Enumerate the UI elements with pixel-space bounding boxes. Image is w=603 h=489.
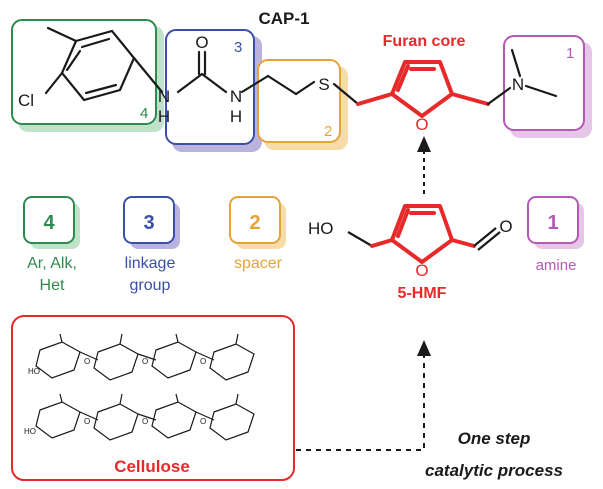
cellulose-o-1: O: [84, 357, 90, 366]
cellulose-box: [11, 315, 295, 481]
legend-spacer-number: 2: [249, 212, 260, 234]
cap1-amine: [486, 48, 558, 106]
cap1-s-atom: S: [318, 75, 329, 94]
legend-box-amine: [527, 196, 584, 249]
linkage-box-number: 3: [234, 39, 242, 56]
aryl-box-number: 4: [140, 105, 148, 122]
cellulose-o-3: O: [200, 357, 206, 366]
cap1-o-atom-carbonyl: O: [195, 33, 208, 52]
cap1-furan-o-atom: O: [415, 115, 428, 134]
aryl-group-box: [11, 19, 164, 132]
amine-box-number: 1: [566, 45, 574, 62]
legend-box-aryl: [23, 196, 80, 249]
hmf-ho-group: HO: [308, 219, 334, 238]
cellulose-ho-1: HO: [28, 367, 40, 376]
cellulose-o-5: O: [142, 417, 148, 426]
hmf-furan-o-atom: O: [415, 261, 428, 280]
cap1-amine-n-atom: N: [512, 75, 524, 94]
legend-amine-number: 1: [547, 212, 558, 234]
cap1-h-atom-2: H: [230, 107, 242, 126]
cellulose-chain-top: [35, 333, 255, 381]
legend-box-spacer: [229, 196, 286, 249]
cap1-n-atom-2: N: [230, 87, 242, 106]
cellulose-o-2: O: [142, 357, 148, 366]
legend-amine-line1: amine: [536, 257, 577, 274]
process-label-line1: One step: [458, 429, 531, 448]
legend-box-linkage: [123, 196, 180, 249]
cap1-h-atom-1: H: [158, 107, 170, 126]
spacer-group-box: [257, 59, 348, 150]
cellulose-ho-2: HO: [24, 427, 36, 436]
cap1-title: CAP-1: [258, 9, 309, 28]
cellulose-atom-labels: HO HO O O O O O O: [24, 357, 206, 436]
cellulose-o-4: O: [84, 417, 90, 426]
spacer-box-number: 2: [324, 123, 332, 140]
process-label-line2: catalytic process: [425, 461, 563, 480]
cap1-n-atom-1: N: [158, 87, 170, 106]
hmf-label: 5-HMF: [398, 285, 447, 302]
legend-linkage-line2: group: [130, 277, 171, 294]
cellulose-structure: [35, 333, 255, 441]
cap1-structure: [44, 26, 360, 106]
legend-aryl-line2: Het: [40, 277, 65, 294]
hmf-aldehyde-o-atom: O: [499, 217, 512, 236]
amine-group-box: [503, 35, 592, 138]
process-arrow: [296, 340, 431, 451]
linkage-group-box: [165, 29, 262, 152]
cellulose-chain-bottom: [35, 393, 255, 441]
hmf-structure: [347, 204, 501, 264]
legend-aryl-number: 4: [43, 212, 55, 234]
legend-linkage-line1: linkage: [125, 255, 176, 272]
cap1-furan-core: [356, 60, 490, 118]
furan-core-label: Furan core: [383, 33, 466, 50]
cellulose-o-6: O: [200, 417, 206, 426]
legend-linkage-number: 3: [143, 212, 154, 234]
legend-aryl-line1: Ar, Alk,: [27, 255, 77, 272]
cellulose-label: Cellulose: [114, 457, 190, 476]
legend-spacer-line1: spacer: [234, 255, 283, 272]
cap1-cl-atom: Cl: [18, 91, 34, 110]
hmf-to-cap1-arrow: [417, 136, 431, 194]
